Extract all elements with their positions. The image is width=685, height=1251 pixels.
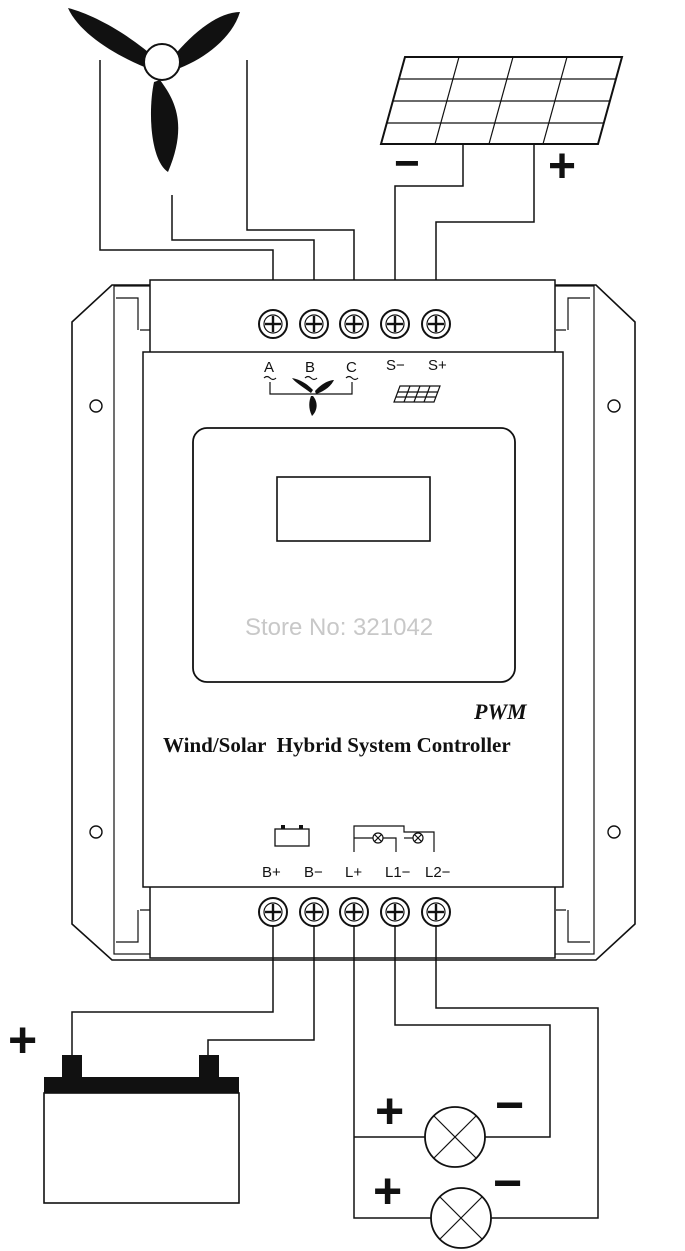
wind-turbine-icon bbox=[68, 8, 240, 172]
screw-terminal-icon bbox=[421, 309, 451, 339]
small-solar-panel-icon bbox=[393, 385, 441, 403]
lamp-circuit-icon bbox=[353, 825, 435, 852]
terminal-label-l2-minus: L2− bbox=[425, 864, 451, 881]
controller-title: Wind/Solar Hybrid System Controller bbox=[163, 733, 511, 757]
solar-plus-sign: + bbox=[548, 140, 576, 193]
screw-terminal-icon bbox=[339, 897, 369, 927]
mounting-hole bbox=[607, 825, 621, 839]
battery-icon bbox=[274, 825, 310, 847]
terminal-label-a: A bbox=[264, 359, 274, 376]
lamp2-minus-sign: − bbox=[493, 1155, 522, 1211]
mounting-hole bbox=[89, 825, 103, 839]
screw-terminal-icon bbox=[421, 897, 451, 927]
terminal-label-b-minus: B− bbox=[304, 864, 323, 881]
terminal-label-s-minus: S− bbox=[386, 357, 405, 374]
terminal-label-b-plus: B+ bbox=[262, 864, 281, 881]
watermark-text: Store No: 321042 bbox=[245, 614, 433, 641]
terminal-label-l1-minus: L1− bbox=[385, 864, 411, 881]
screw-terminal-icon bbox=[339, 309, 369, 339]
screw-terminal-icon bbox=[299, 309, 329, 339]
mounting-hole bbox=[607, 399, 621, 413]
top-terminal-block bbox=[258, 309, 451, 339]
screw-terminal-icon bbox=[380, 897, 410, 927]
lamp1-plus-sign: + bbox=[375, 1083, 404, 1139]
display-window bbox=[192, 427, 516, 683]
bottom-wiring bbox=[71, 926, 599, 1219]
small-wind-turbine-icon bbox=[269, 378, 353, 416]
terminal-label-l-plus: L+ bbox=[345, 864, 362, 881]
terminal-label-s-plus: S+ bbox=[428, 357, 447, 374]
pwm-label: PWM bbox=[473, 699, 528, 724]
lamp2-plus-sign: + bbox=[373, 1163, 402, 1219]
screw-terminal-icon bbox=[380, 309, 410, 339]
lamp-icon bbox=[430, 1187, 492, 1249]
ac-symbols bbox=[263, 375, 359, 381]
solar-minus-sign: − bbox=[394, 139, 420, 188]
lamp-icon bbox=[424, 1106, 486, 1168]
solar-panel-icon bbox=[379, 56, 624, 145]
screw-terminal-icon bbox=[299, 897, 329, 927]
battery-plus-sign: + bbox=[8, 1012, 37, 1068]
top-wiring bbox=[99, 60, 535, 310]
lcd-screen bbox=[276, 476, 431, 542]
lamp1-minus-sign: − bbox=[495, 1077, 524, 1133]
terminal-label-b: B bbox=[305, 359, 315, 376]
mounting-hole bbox=[89, 399, 103, 413]
battery-large-icon bbox=[43, 1055, 240, 1204]
terminal-label-c: C bbox=[346, 359, 357, 376]
screw-terminal-icon bbox=[258, 897, 288, 927]
screw-terminal-icon bbox=[258, 309, 288, 339]
